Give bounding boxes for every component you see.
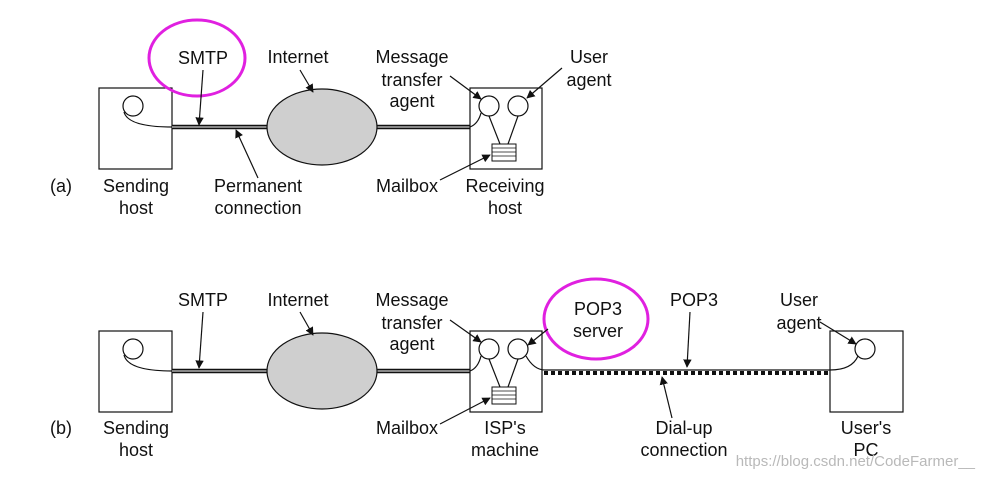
mailbox-icon-b [491, 386, 517, 405]
mta-icon-a [478, 95, 500, 117]
dialup-connection-label-line2: connection [640, 440, 727, 460]
dialup-connection-arrow [659, 376, 673, 419]
panel-b-tag: (b) [50, 418, 72, 438]
mta-label-a-line3: agent [389, 91, 434, 111]
mta-icon-b [478, 338, 500, 360]
permanent-connection-label-line2: connection [214, 198, 301, 218]
pop3-server-highlight-circle [542, 277, 650, 361]
users-pc-label-line2: PC [853, 440, 878, 460]
internet-cloud-b [266, 332, 378, 410]
mta-arrow-a [449, 75, 482, 100]
user-agent-label-a-line2: agent [566, 70, 611, 90]
internet-arrow-b [299, 311, 314, 336]
watermark-text: https://blog.csdn.net/CodeFarmer__ [736, 453, 976, 470]
panel-a-tag: (a) [50, 176, 72, 196]
user-agent-arrow-b [819, 321, 857, 345]
user-agent-label-b-line2: agent [776, 313, 821, 333]
users-pc-label-line1: User's [841, 418, 891, 438]
sending-host-label-b-line2: host [119, 440, 153, 460]
user-agent-label-a-line1: User [570, 47, 608, 67]
isp-machine-label-line1: ISP's [484, 418, 525, 438]
user-agent-icon-a [507, 95, 529, 117]
mailbox-arrow-a [439, 154, 491, 181]
smtp-arrow-a [195, 69, 204, 126]
internet-cloud-a [266, 88, 378, 166]
mta-label-b-line2: transfer [381, 313, 442, 333]
mailbox-arrow-b [439, 397, 491, 425]
smtp-label-a: SMTP [178, 48, 228, 68]
mta-label-a-line2: transfer [381, 70, 442, 90]
isp-machine-label-line2: machine [471, 440, 539, 460]
mta-label-a-line1: Message [375, 47, 448, 67]
pop3-label: POP3 [670, 290, 718, 310]
internet-label-b: Internet [267, 290, 328, 310]
mta-label-b-line1: Message [375, 290, 448, 310]
pop3-server-label-line1: POP3 [574, 299, 622, 319]
internet-arrow-a [299, 69, 314, 93]
permanent-connection-arrow [235, 129, 259, 179]
sending-host-label-a-line2: host [119, 198, 153, 218]
sending-host-label-a-line1: Sending [103, 176, 169, 196]
mta-label-b-line3: agent [389, 334, 434, 354]
smtp-arrow-b [195, 311, 204, 369]
mailbox-icon-a [491, 143, 517, 162]
receiving-host-label-line2: host [488, 198, 522, 218]
sending-host-agent-icon-a [122, 95, 144, 117]
user-agent-arrow-a [526, 67, 563, 99]
smtp-highlight-circle [147, 18, 247, 98]
permanent-connection-label-line1: Permanent [214, 176, 302, 196]
pop3-server-arrow [527, 328, 549, 346]
user-agent-label-b-line1: User [780, 290, 818, 310]
pop3-server-icon [507, 338, 529, 360]
mta-arrow-b [449, 319, 482, 343]
pop3-server-label-line2: server [573, 321, 623, 341]
dialup-connection-label-line1: Dial-up [655, 418, 712, 438]
panel-b: SMTP Internet Message transfer agent POP… [50, 277, 904, 460]
receiving-host-label-line1: Receiving [465, 176, 544, 196]
panel-a: SMTP Internet Message transfer agent Use… [50, 18, 612, 218]
pop3-arrow [683, 311, 692, 368]
pop3-link-line [525, 355, 830, 371]
mailbox-label-b: Mailbox [376, 418, 438, 438]
sending-host-label-b-line1: Sending [103, 418, 169, 438]
mailbox-label-a: Mailbox [376, 176, 438, 196]
user-agent-icon-b [854, 338, 876, 360]
sending-host-agent-icon-b [122, 338, 144, 360]
smtp-label-b: SMTP [178, 290, 228, 310]
internet-label-a: Internet [267, 47, 328, 67]
